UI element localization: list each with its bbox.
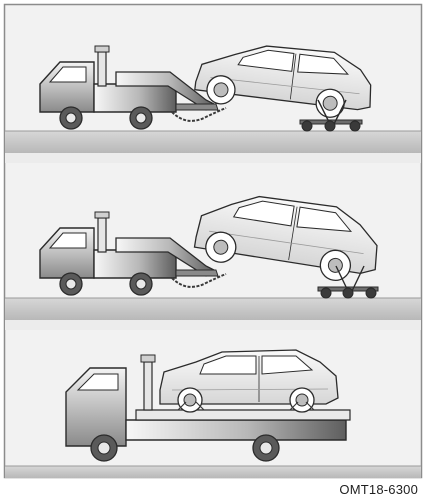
figure-code: OMT18-6300 bbox=[339, 482, 418, 497]
ground-strip bbox=[5, 466, 421, 478]
ground-strip bbox=[5, 131, 421, 153]
ground-strip bbox=[5, 298, 421, 320]
